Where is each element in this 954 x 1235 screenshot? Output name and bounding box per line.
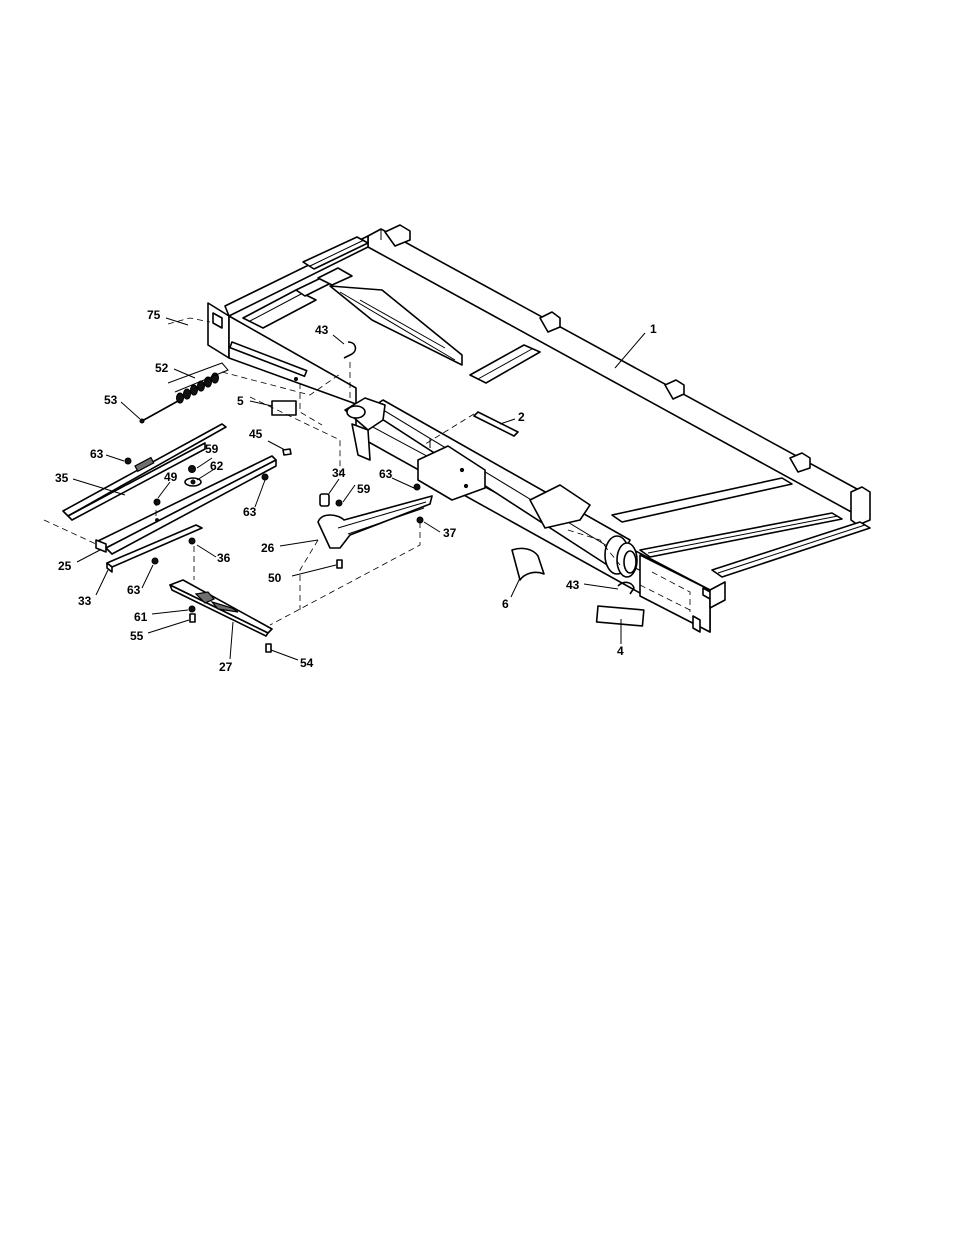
small-fasteners — [125, 458, 423, 652]
callout-54: 54 — [300, 656, 314, 670]
callout-50: 50 — [268, 571, 282, 585]
callout-37: 37 — [443, 526, 457, 540]
callout-2: 2 — [518, 410, 525, 424]
callout-36: 36 — [217, 551, 231, 565]
part-6-sleeve — [512, 548, 544, 580]
callout-49: 49 — [164, 470, 178, 484]
part-5-decal — [272, 401, 296, 415]
part-52-spring — [168, 363, 228, 403]
callout-26: 26 — [261, 541, 275, 555]
callout-62: 62 — [210, 459, 224, 473]
part-26-bracket — [318, 496, 432, 548]
callout-75: 75 — [147, 308, 161, 322]
callout-63-right: 63 — [379, 467, 393, 481]
callout-59-right: 59 — [357, 482, 371, 496]
callout-43-bottom: 43 — [566, 578, 580, 592]
callout-35: 35 — [55, 471, 69, 485]
callout-5: 5 — [237, 394, 244, 408]
callout-59-left: 59 — [205, 442, 219, 456]
callout-63-center: 63 — [243, 505, 257, 519]
part-53-rod — [140, 401, 178, 423]
callout-52: 52 — [155, 361, 169, 375]
part-4-decal — [597, 606, 644, 626]
part-43-hook-top — [344, 342, 355, 358]
callout-4: 4 — [617, 644, 624, 658]
part-34-clip — [320, 494, 329, 506]
callout-55: 55 — [130, 629, 144, 643]
callout-25: 25 — [58, 559, 72, 573]
callout-63-left: 63 — [90, 447, 104, 461]
callout-53: 53 — [104, 393, 118, 407]
callout-45: 45 — [249, 427, 263, 441]
callout-27: 27 — [219, 660, 233, 674]
callout-61: 61 — [134, 610, 148, 624]
part-27-plate — [170, 580, 272, 636]
callout-34: 34 — [332, 466, 346, 480]
callout-1: 1 — [650, 322, 657, 336]
callout-33: 33 — [78, 594, 92, 608]
callout-63-lower: 63 — [127, 583, 141, 597]
callout-43-top: 43 — [315, 323, 329, 337]
callout-6: 6 — [502, 597, 509, 611]
